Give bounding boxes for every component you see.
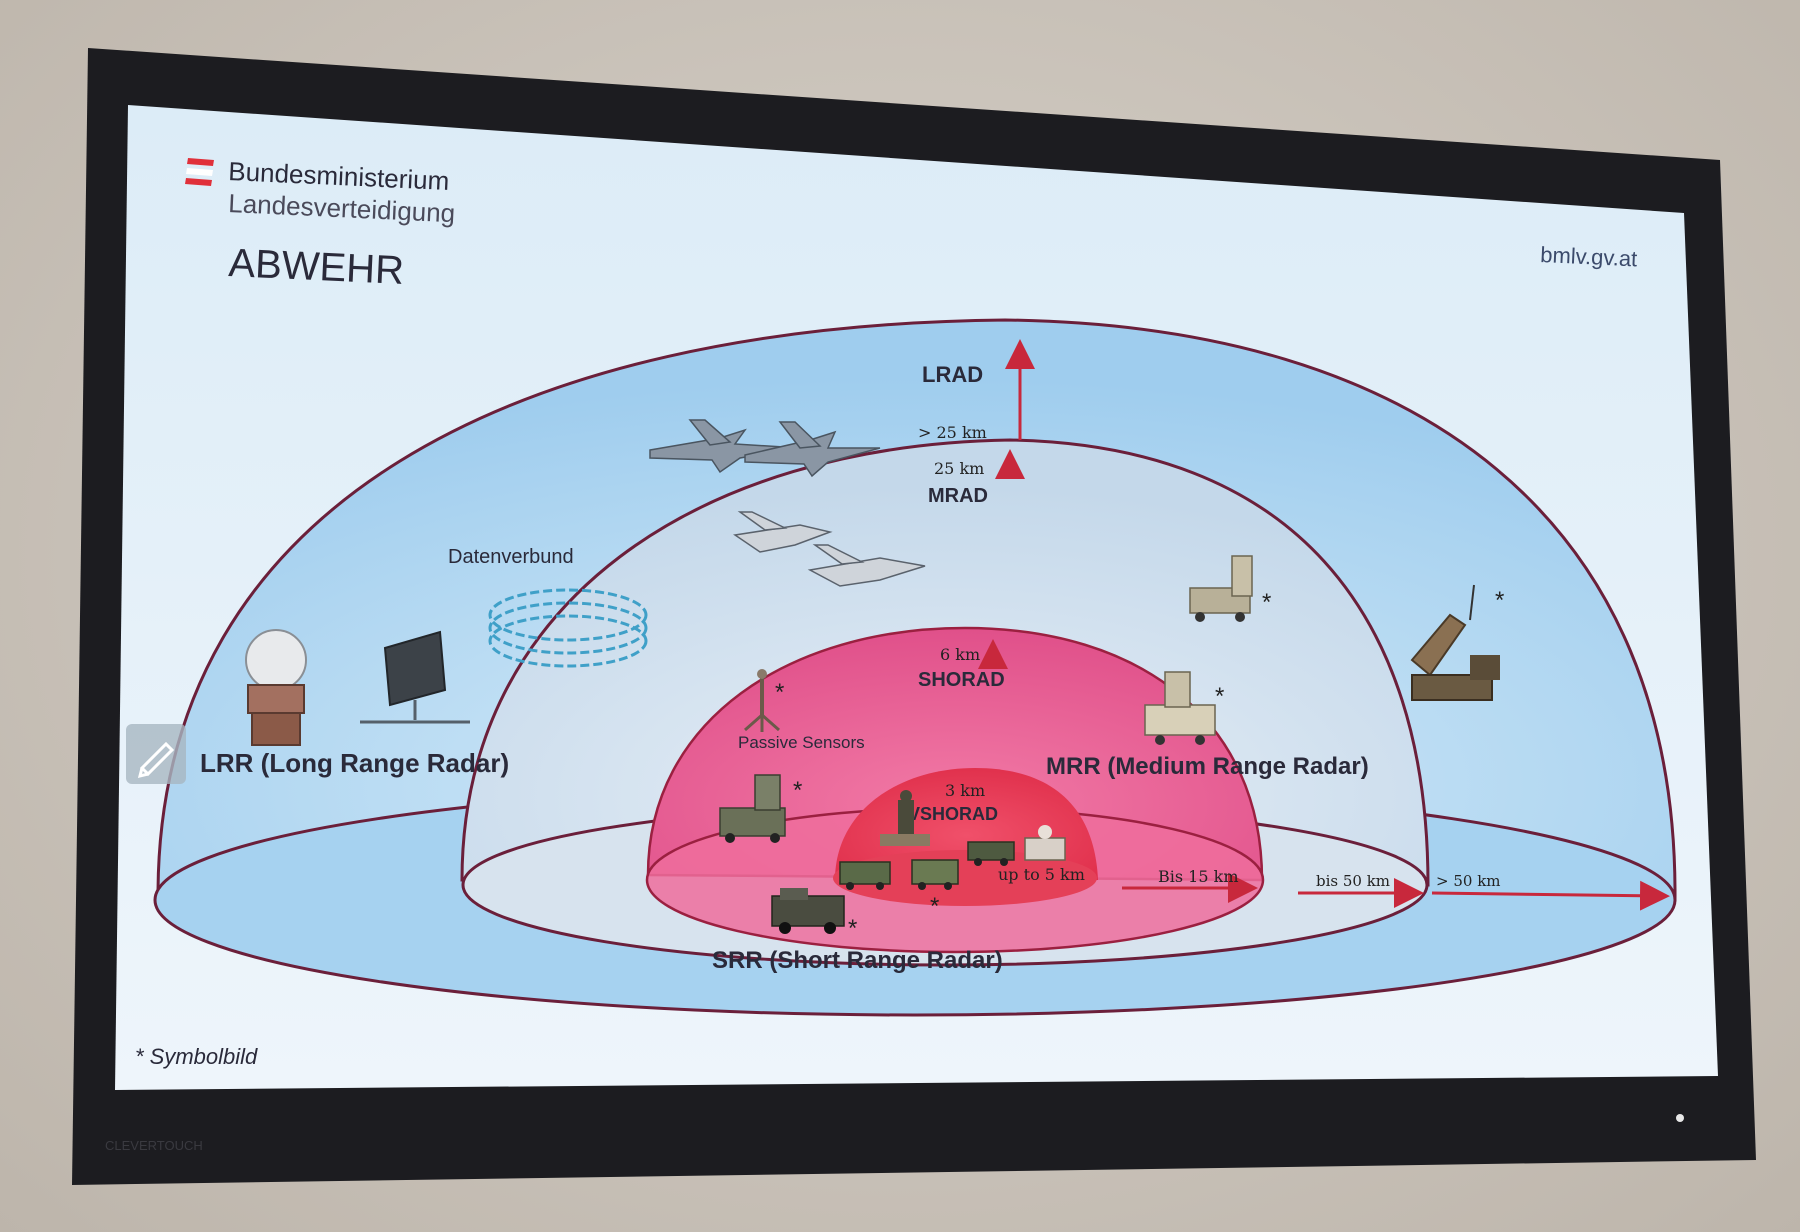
power-led — [1676, 1114, 1684, 1122]
gt50-label: > 50 km — [1436, 872, 1501, 890]
bis50-label: bis 50 km — [1316, 872, 1390, 890]
symbolbild-footnote: * Symbolbild — [135, 1044, 258, 1069]
datenverbund-label: Datenverbund — [448, 546, 574, 568]
lrad-range-label: > 25 km — [918, 423, 987, 442]
vshorad-label: VSHORAD — [908, 804, 998, 824]
fighter-jet-icon — [744, 421, 881, 478]
shorad-launcher-icon — [719, 774, 786, 843]
mrad-label: MRAD — [928, 485, 988, 507]
mrr-label: MRR (Medium Range Radar) — [1046, 753, 1369, 780]
shorad-launcher-asterisk: * — [793, 777, 802, 804]
passive-sensor-asterisk: * — [775, 679, 784, 706]
vshorad-asterisk: * — [930, 893, 939, 920]
shorad-range-label: 6 km — [940, 645, 980, 664]
passive-sensor-icon — [744, 669, 780, 732]
page-title: ABWEHR — [228, 241, 405, 293]
mrr-radar-asterisk: * — [1215, 683, 1224, 710]
lrad-launcher-asterisk: * — [1495, 587, 1504, 614]
srr-vehicle-asterisk: * — [848, 915, 857, 942]
srr-label: SRR (Short Range Radar) — [712, 947, 1003, 974]
vshorad-apc-icon — [967, 841, 1015, 866]
vshorad-extended-range-label: up to 5 km — [998, 865, 1085, 884]
pen-tool-button[interactable] — [126, 724, 186, 784]
mrr-radar-icon — [1144, 671, 1216, 745]
trainer-jet-icon — [807, 544, 926, 587]
mrad-launcher-icon — [1189, 555, 1253, 622]
device-brand-label: CLEVERTOUCH — [105, 1138, 203, 1153]
vshorad-soldier-icon — [880, 790, 930, 846]
pencil-icon — [137, 741, 175, 779]
austria-flag-icon — [185, 158, 214, 186]
panel-radar-icon — [360, 630, 470, 724]
vshorad-truck-icon — [839, 861, 891, 890]
lrad-label: LRAD — [922, 362, 983, 387]
passive-sensors-label: Passive Sensors — [738, 733, 865, 752]
vshorad-range-label: 3 km — [945, 781, 985, 800]
lrad-launcher-icon — [1410, 584, 1500, 701]
shorad-label: SHORAD — [918, 669, 1005, 691]
vshorad-ground-ellipse — [833, 850, 1097, 906]
gt50-arrow — [1431, 880, 1670, 911]
website-url: bmlv.gv.at — [1540, 242, 1638, 271]
vshorad-vehicle-icon — [911, 859, 959, 890]
mrad-range-label: 25 km — [934, 459, 984, 478]
bis15-label: Bis 15 km — [1158, 867, 1238, 886]
datenverbund-network-icon — [488, 588, 648, 668]
vshorad-gunner-icon — [1024, 825, 1066, 861]
trainer-jet-icon — [733, 511, 833, 553]
lrr-label: LRR (Long Range Radar) — [200, 748, 509, 778]
radome-radar-icon — [245, 629, 307, 746]
mrad-launcher-asterisk: * — [1262, 589, 1271, 616]
srr-vehicle-icon — [771, 888, 845, 934]
